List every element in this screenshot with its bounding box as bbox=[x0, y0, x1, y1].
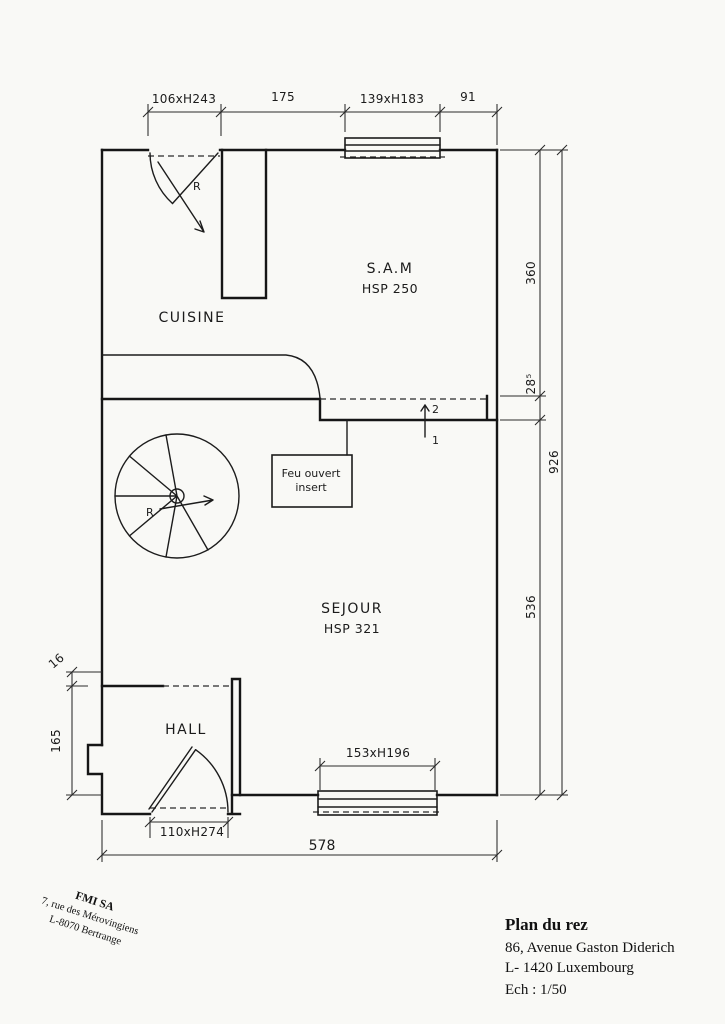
sejour-hsp: HSP 321 bbox=[324, 621, 380, 636]
dim-hdoor-ticks bbox=[144, 816, 234, 828]
plan-title: Plan du rez bbox=[505, 915, 588, 934]
door-radius-mark: R bbox=[193, 180, 201, 193]
hall-label: HALL bbox=[165, 722, 207, 738]
dim-left-seg1: 16 bbox=[46, 650, 67, 671]
dim-door-top: 106xH243 bbox=[152, 92, 216, 106]
hall-door bbox=[148, 746, 229, 813]
dimension-left: 16 165 bbox=[46, 650, 102, 801]
cuisine-label: CUISINE bbox=[159, 310, 226, 326]
fireplace-box bbox=[271, 454, 353, 508]
dim-hdoor-extensions bbox=[149, 817, 229, 838]
step-arrow bbox=[420, 404, 430, 438]
dimension-bottom: 578 bbox=[96, 820, 503, 862]
dim-left-ticks bbox=[66, 666, 78, 801]
plan-address-line1: 86, Avenue Gaston Diderich bbox=[505, 940, 675, 956]
sejour-label: SEJOUR bbox=[321, 601, 383, 617]
step-upper-mark: 2 bbox=[432, 403, 439, 416]
mid-wall-upper-room-bottom bbox=[100, 394, 499, 422]
dim-bwin-extensions bbox=[319, 758, 436, 790]
dim-top-seg4: 91 bbox=[460, 90, 476, 104]
dim-left-seg2: 165 bbox=[49, 729, 63, 753]
dim-bottom-window-label: 153xH196 bbox=[346, 746, 410, 760]
bottom-window bbox=[317, 790, 438, 816]
dim-right-extensions bbox=[500, 149, 568, 796]
fireplace bbox=[271, 419, 353, 508]
dimension-hall-door: 110xH274 bbox=[144, 816, 234, 839]
entrance-door-leaf bbox=[171, 152, 219, 205]
dim-bwin-ticks bbox=[314, 760, 441, 772]
hall-door-swing-arc bbox=[194, 749, 229, 813]
small-annotations: R R 2 1 bbox=[146, 180, 439, 519]
fireplace-note-line1: Feu ouvert bbox=[282, 467, 341, 480]
dim-right-seg3: 536 bbox=[524, 595, 538, 619]
plan-scale: Ech : 1/50 bbox=[505, 982, 567, 998]
company-stamp: FMI SA 7, rue des Mérovingiens L-8070 Be… bbox=[40, 890, 140, 948]
sam-label: S.A.M bbox=[367, 261, 414, 277]
sam-hsp: HSP 250 bbox=[362, 281, 418, 296]
dim-right-seg1: 360 bbox=[524, 261, 538, 285]
bottom-window-frame bbox=[317, 790, 438, 816]
bottom-window-glazing bbox=[317, 798, 438, 808]
dimension-bottom-window: 153xH196 bbox=[314, 746, 441, 790]
dim-right-seg2: 28⁵ bbox=[524, 374, 538, 395]
dim-bottom-ticks bbox=[96, 849, 503, 861]
stair-radius-arrow bbox=[159, 495, 214, 510]
dimension-right: 360 28⁵ 926 536 bbox=[500, 144, 568, 801]
dim-right-total: 926 bbox=[547, 450, 561, 474]
dim-top-extensions bbox=[147, 104, 498, 145]
dim-window-top: 139xH183 bbox=[360, 92, 424, 106]
dim-hall-door-label: 110xH274 bbox=[160, 825, 224, 839]
title-block: Plan du rez 86, Avenue Gaston Diderich L… bbox=[505, 915, 675, 998]
dim-bottom-total: 578 bbox=[309, 838, 336, 854]
fireplace-note-line2: insert bbox=[295, 481, 327, 494]
room-labels: CUISINE S.A.M HSP 250 SEJOUR HSP 321 HAL… bbox=[159, 261, 418, 738]
spiral-staircase bbox=[114, 433, 240, 559]
dim-right-ticks bbox=[534, 144, 568, 801]
dashed-openings bbox=[148, 155, 487, 813]
dim-left-extensions bbox=[66, 671, 102, 796]
top-window bbox=[344, 137, 441, 159]
stair-treads bbox=[114, 434, 209, 558]
top-window-frame bbox=[344, 137, 441, 159]
entrance-door-swing-arc bbox=[149, 152, 174, 205]
dim-top-seg2: 175 bbox=[271, 90, 295, 104]
kitchen-counter bbox=[101, 354, 321, 399]
dim-top-ticks bbox=[142, 106, 503, 118]
dimension-top: 106xH243 175 139xH183 91 bbox=[142, 90, 503, 145]
entrance-door-arrow bbox=[157, 161, 205, 233]
hall-door-leaf bbox=[148, 746, 197, 813]
step-lower-mark: 1 bbox=[432, 434, 439, 447]
entrance-door bbox=[149, 152, 219, 233]
duct-column bbox=[220, 148, 268, 300]
walls bbox=[86, 148, 499, 816]
plan-address-line2: L- 1420 Luxembourg bbox=[505, 960, 634, 976]
hall-walls bbox=[86, 677, 242, 816]
top-window-glazing bbox=[344, 144, 441, 152]
stair-radius-mark: R bbox=[146, 506, 154, 519]
